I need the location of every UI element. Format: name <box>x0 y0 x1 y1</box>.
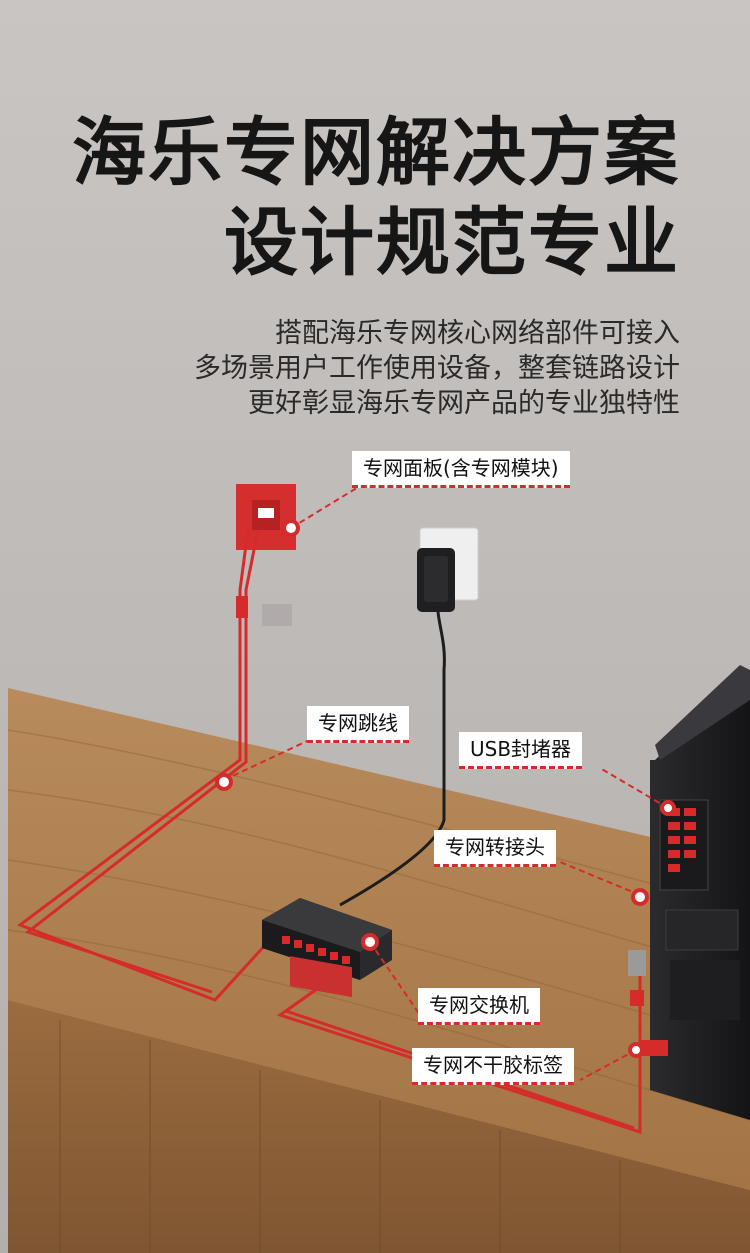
description-line-3: 更好彰显海乐专网产品的专业独特性 <box>248 388 680 419</box>
headline: 海乐专网解决方案 设计规范专业 <box>72 108 680 288</box>
leader-lines <box>223 485 669 1081</box>
power-adapter-icon <box>339 527 479 907</box>
description-line-1: 搭配海乐专网核心网络部件可接入 <box>275 318 680 349</box>
desk-front <box>8 1000 750 1253</box>
description: 搭配海乐专网核心网络部件可接入 多场景用户工作使用设备，整套链路设计 更好彰显海… <box>194 316 680 421</box>
marker-dots <box>215 519 676 1058</box>
headline-line-2: 设计规范专业 <box>224 200 680 286</box>
callout-patch-cable: 专网跳线 <box>307 706 409 743</box>
network-switch-icon <box>262 898 392 998</box>
callout-panel: 专网面板(含专网模块) <box>352 451 570 488</box>
headline-line-1: 海乐专网解决方案 <box>72 110 680 196</box>
callout-label-tag: 专网不干胶标签 <box>412 1048 574 1085</box>
pc-tower-icon <box>628 665 750 1120</box>
description-line-2: 多场景用户工作使用设备，整套链路设计 <box>194 353 680 384</box>
callout-usb-blocker: USB封堵器 <box>459 732 583 769</box>
callout-adapter: 专网转接头 <box>434 830 556 867</box>
callout-switch: 专网交换机 <box>418 988 540 1025</box>
